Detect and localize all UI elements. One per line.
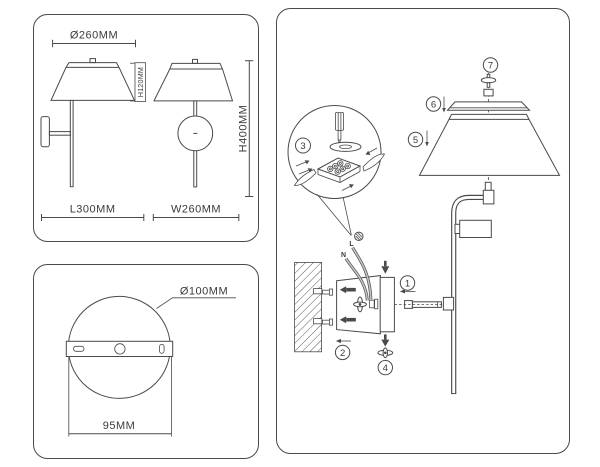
panel-border [33,264,259,459]
fixture-height-dimension: H400MM [237,60,254,197]
wall-section [294,261,333,353]
supply-wires: L N [341,231,379,310]
shade-height-dimension: H120MM [130,62,147,102]
plate-diameter-dimension: Ø100MM [156,286,236,309]
panel-dimension-views: Ø260MM H120MM [33,14,259,242]
step-2-number: 2 [340,348,345,359]
slot-hole-left [73,345,85,352]
wire-end-right [362,147,386,172]
finial-cap [480,77,497,84]
center-hole [114,343,126,355]
hole-spacing-dimension: 95MM [68,357,172,437]
terminal-block [316,157,362,183]
step-2-badge [334,344,351,361]
mounting-bracket [336,260,395,347]
wire-terminal [369,299,375,309]
fixture-length-label: L300MM [70,204,116,216]
slot-hole-right [159,343,165,354]
shade-height-label: H120MM [136,67,145,97]
wall-plate-side [40,116,50,148]
wall-screw [321,318,333,326]
drill-hole [313,318,323,325]
step-7-badge [482,57,499,73]
plate-diameter-label: Ø100MM [180,286,228,298]
left-arrow-icon [399,289,405,294]
finial [89,58,96,64]
lamp-socket [482,189,495,205]
keyhole-arrow [339,286,356,294]
step-7-number: 7 [488,60,493,71]
ground-screw-icon [354,231,364,242]
step-3-number: 3 [300,141,305,152]
wire-terminal-nut [374,298,379,310]
step-2: 2 [334,338,351,361]
hole-spacing-label: 95MM [103,420,136,432]
finial [192,58,198,64]
panel-border [33,14,259,242]
lampshade-side [50,62,136,101]
step-5-badge [407,131,424,148]
stem-side [69,99,74,188]
wire-clamp-screw [353,296,367,313]
shade-post [483,88,494,97]
bracket-cover [379,276,395,333]
neutral-wire [345,258,368,301]
part-threaded-rod: 1 [394,275,443,309]
lamp-front-view [153,58,234,188]
cover-arrow-bottom [381,334,390,347]
live-wire [351,247,372,300]
mounting-bar [65,340,174,357]
step-4-number: 4 [383,363,388,374]
step-3-badge [295,137,311,154]
panel-mounting-plate: Ø100MM 95MM [33,264,259,459]
step-6-badge [425,96,442,112]
neutral-wire-label: N [341,252,346,259]
curved-arm [452,195,484,394]
wall-hatch [294,261,323,353]
wiring-callout: 3 [287,105,386,236]
shade-diameter-label: Ø260MM [70,30,118,42]
driver-housing [459,219,492,239]
fixture-length-dimension: L300MM [41,204,145,221]
lamp-body [442,181,495,395]
left-arrow-icon [335,338,341,344]
insert-arrow [341,184,354,191]
fixture-width-dimension: W260MM [152,204,240,221]
down-arrow-icon [442,108,446,113]
down-arrow-icon [425,142,429,147]
keyhole-arrow [339,316,356,324]
screwdriver-icon [334,112,344,146]
panel-border [276,8,570,454]
mount-arm-side [48,131,71,136]
part-finial: 7 [480,57,499,97]
step-1-number: 1 [405,278,410,289]
fixture-width-label: W260MM [171,204,221,216]
wall-screw [321,288,333,296]
cover-arrow-top [381,260,390,274]
step-4-badge [377,359,393,376]
terminal-cap [329,141,362,152]
shade-ring [446,101,531,111]
fixture-height-label: H400MM [237,105,249,153]
panel-assembly: 7 6 5 [276,8,570,454]
part-shade-ring: 6 [425,96,531,113]
part-locking-screw: 4 [377,347,394,376]
step-1-badge [399,275,416,291]
step-6-number: 6 [431,99,436,110]
part-lampshade: 5 [407,113,561,176]
stem-mount-block [442,296,455,311]
lamp-side-view [40,58,136,188]
step-5-number: 5 [413,135,418,146]
lampshade [418,113,561,176]
wire-end-left [293,160,317,186]
drill-hole [313,288,323,295]
shade-diameter-dimension: Ø260MM [52,30,136,48]
live-wire-label: L [349,241,354,248]
